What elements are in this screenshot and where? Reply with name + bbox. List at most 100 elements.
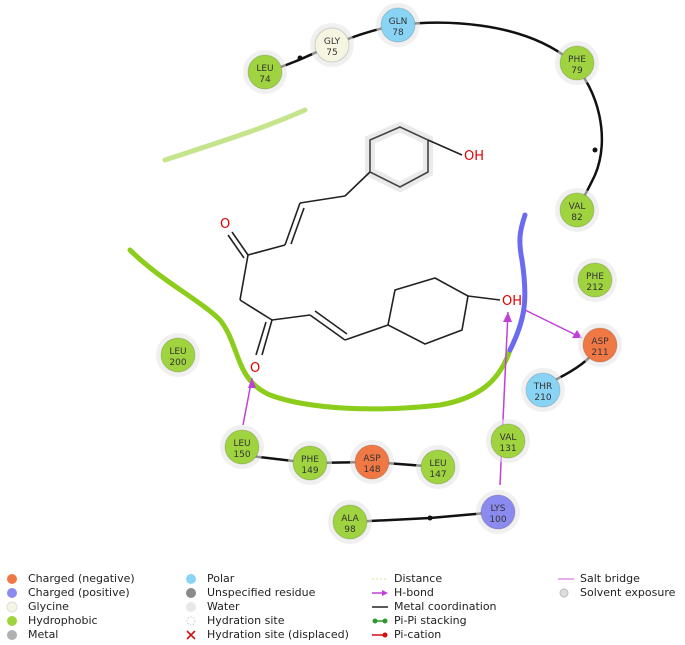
residue-name: GLN bbox=[389, 17, 408, 27]
legend-item-pipi: Pi-Pi stacking bbox=[372, 614, 497, 628]
residue-circle bbox=[160, 337, 196, 373]
legend-item-unspecified: Unspecified residue bbox=[185, 586, 349, 600]
residue-name: PHE bbox=[586, 272, 604, 282]
residue-name: GLY bbox=[324, 37, 341, 47]
residue-number: 79 bbox=[571, 66, 583, 76]
legend: Charged (negative) Charged (positive) Gl… bbox=[0, 566, 685, 644]
residue-circle bbox=[490, 423, 526, 459]
legend-item-glycine: Glycine bbox=[6, 600, 135, 614]
residue-number: 74 bbox=[259, 75, 271, 85]
pocket-outline-blue bbox=[507, 212, 528, 353]
hbond-icon bbox=[372, 587, 388, 599]
legend-item-negative: Charged (negative) bbox=[6, 572, 135, 586]
legend-item-solvent-exposure: Solvent exposure bbox=[558, 586, 675, 600]
residue-circle bbox=[354, 444, 390, 480]
legend-col-2: Polar Unspecified residue Water Hydratio… bbox=[185, 572, 349, 642]
residue-name: VAL bbox=[569, 202, 586, 212]
legend-col-3: Distance H-bond Metal coordination Pi-Pi… bbox=[372, 572, 497, 642]
pocket-outline-green bbox=[127, 247, 513, 412]
metal-icon bbox=[6, 629, 22, 641]
residue-circle bbox=[380, 7, 416, 43]
residue-name: LEU bbox=[169, 347, 186, 357]
residue-number: 150 bbox=[233, 450, 250, 460]
legend-item-distance: Distance bbox=[372, 572, 497, 586]
residue-name: LEU bbox=[256, 64, 273, 74]
residue-circle bbox=[420, 449, 456, 485]
residue-name: THR bbox=[533, 382, 553, 392]
legend-item-salt-bridge: Salt bridge bbox=[558, 572, 675, 586]
residue-circle bbox=[577, 262, 613, 298]
residue-circle bbox=[582, 327, 618, 363]
legend-item-hydration-displaced: Hydration site (displaced) bbox=[185, 628, 349, 642]
pocket-outline-green-top bbox=[162, 107, 308, 163]
residue-name: VAL bbox=[500, 433, 517, 443]
legend-item-hydrophobic: Hydrophobic bbox=[6, 614, 135, 628]
legend-item-polar: Polar bbox=[185, 572, 349, 586]
residue-circle bbox=[559, 192, 595, 228]
residue-number: 210 bbox=[534, 393, 551, 403]
residue-circle bbox=[247, 54, 283, 90]
water-icon bbox=[185, 601, 201, 613]
residue-name: ALA bbox=[341, 514, 359, 524]
residue-circle bbox=[224, 429, 260, 465]
residue-number: 98 bbox=[344, 525, 356, 535]
legend-item-water: Water bbox=[185, 600, 349, 614]
legend-col-4: Salt bridge Solvent exposure bbox=[558, 572, 675, 600]
residue-circle bbox=[480, 494, 516, 530]
hydrophobic-icon bbox=[6, 615, 22, 627]
phenol-ring-bottom bbox=[387, 277, 469, 345]
ligand bbox=[227, 121, 501, 356]
residue-number: 78 bbox=[392, 28, 404, 38]
legend-item-positive: Charged (positive) bbox=[6, 586, 135, 600]
residue-number: 211 bbox=[591, 348, 608, 358]
metal-coordination-icon bbox=[372, 601, 388, 613]
residue-number: 100 bbox=[489, 515, 506, 525]
hbond-oh-asp211 bbox=[524, 309, 583, 339]
atom-oh-top: OH bbox=[464, 149, 484, 164]
residue-number: 131 bbox=[499, 444, 516, 454]
residue-circle bbox=[314, 27, 350, 63]
residue-name: ASP bbox=[363, 454, 381, 464]
pi-cation-icon bbox=[372, 629, 388, 641]
atom-oh-bottom: OH bbox=[502, 294, 522, 309]
backbone-bottom bbox=[241, 453, 439, 469]
legend-item-metal: Metal bbox=[6, 628, 135, 642]
residue-number: 148 bbox=[363, 465, 380, 475]
residue-number: 149 bbox=[301, 466, 318, 476]
charged-positive-icon bbox=[6, 587, 22, 599]
residue-number: 75 bbox=[326, 48, 337, 58]
residue-name: PHE bbox=[301, 455, 319, 465]
polar-icon bbox=[185, 573, 201, 585]
legend-item-pication: Pi-cation bbox=[372, 628, 497, 642]
residue-number: 212 bbox=[586, 283, 603, 293]
atom-o-upper: O bbox=[220, 217, 230, 232]
legend-col-1: Charged (negative) Charged (positive) Gl… bbox=[6, 572, 135, 642]
residues: GLY75GLN78LEU74PHE79VAL82PHE212ASP211THR… bbox=[156, 3, 622, 544]
atom-o-lower: O bbox=[250, 361, 260, 376]
legend-item-hydration-site: Hydration site bbox=[185, 614, 349, 628]
interaction-diagram: OH OH O O GLY75GLN78LEU74PHE79VAL82PHE21… bbox=[127, 3, 622, 544]
residue-name: LYS bbox=[490, 504, 505, 514]
residue-name: PHE bbox=[568, 55, 586, 65]
pi-pi-stacking-icon bbox=[372, 615, 388, 627]
distance-icon bbox=[372, 573, 388, 585]
charged-negative-icon bbox=[6, 573, 22, 585]
residue-name: LEU bbox=[233, 439, 250, 449]
residue-number: 82 bbox=[571, 213, 582, 223]
residue-circle bbox=[525, 372, 561, 408]
residue-circle bbox=[292, 445, 328, 481]
residue-number: 200 bbox=[169, 358, 186, 368]
residue-number: 147 bbox=[429, 470, 446, 480]
hydration-site-icon bbox=[185, 615, 201, 627]
